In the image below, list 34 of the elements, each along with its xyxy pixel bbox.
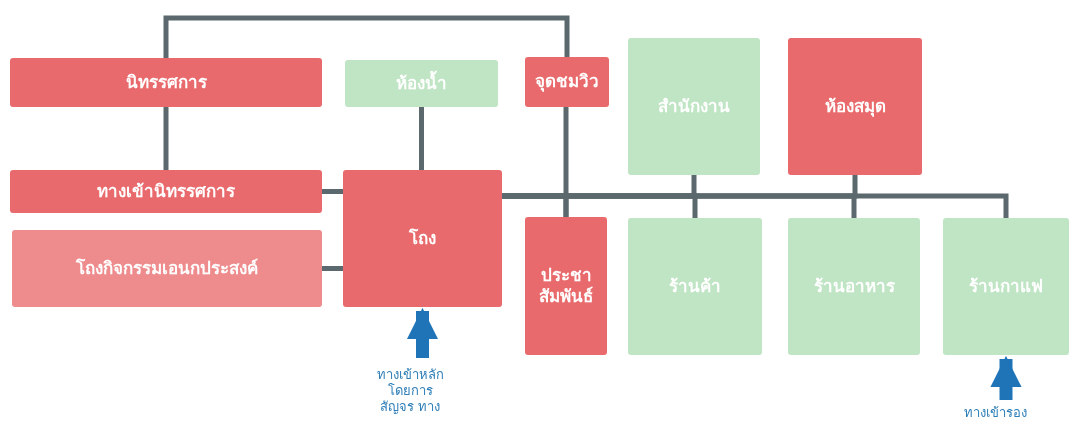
arrow [406,307,439,358]
connector-line [322,266,343,271]
room-box [12,230,322,307]
entrance-label: ทางเข้าหลัก โดยการสัญจร ทาง [370,360,450,422]
room-name: สำนักงาน [658,95,730,118]
connector-line [322,189,343,194]
connector-line [502,193,1009,218]
room-box [943,218,1069,355]
room-box [788,218,920,355]
room-name: ร้านค้า [669,275,721,298]
arrow [990,355,1022,400]
room-name: ทางเข้านิทรรศการ [97,180,235,203]
room-name: ห้องสมุด [824,95,886,118]
connector-line [163,15,570,58]
room-name: ร้านอาหาร [813,275,895,298]
connector-line [419,107,424,170]
room-box [628,218,762,355]
room-box [525,57,609,107]
entrance-label: ทางเข้ารอง [940,402,1050,424]
room-name: ห้องน้ำ [396,72,447,95]
room-box [343,170,502,307]
room-box [10,58,322,107]
room-box [788,38,922,175]
room-name: โถง [409,227,436,250]
room-name: ประชา สัมพันธ์ [538,264,594,308]
room-box [10,170,322,213]
room-name: จุดชมวิว [535,71,599,93]
connector-line [163,107,169,170]
room-box [628,38,760,175]
room-name: นิทรรศการ [125,71,207,94]
room-name: โถงกิจกรรมเอนกประสงค์ [76,257,258,280]
room-box [345,60,498,107]
room-name: ร้านกาแฟ [969,275,1043,298]
room-box [525,217,607,355]
